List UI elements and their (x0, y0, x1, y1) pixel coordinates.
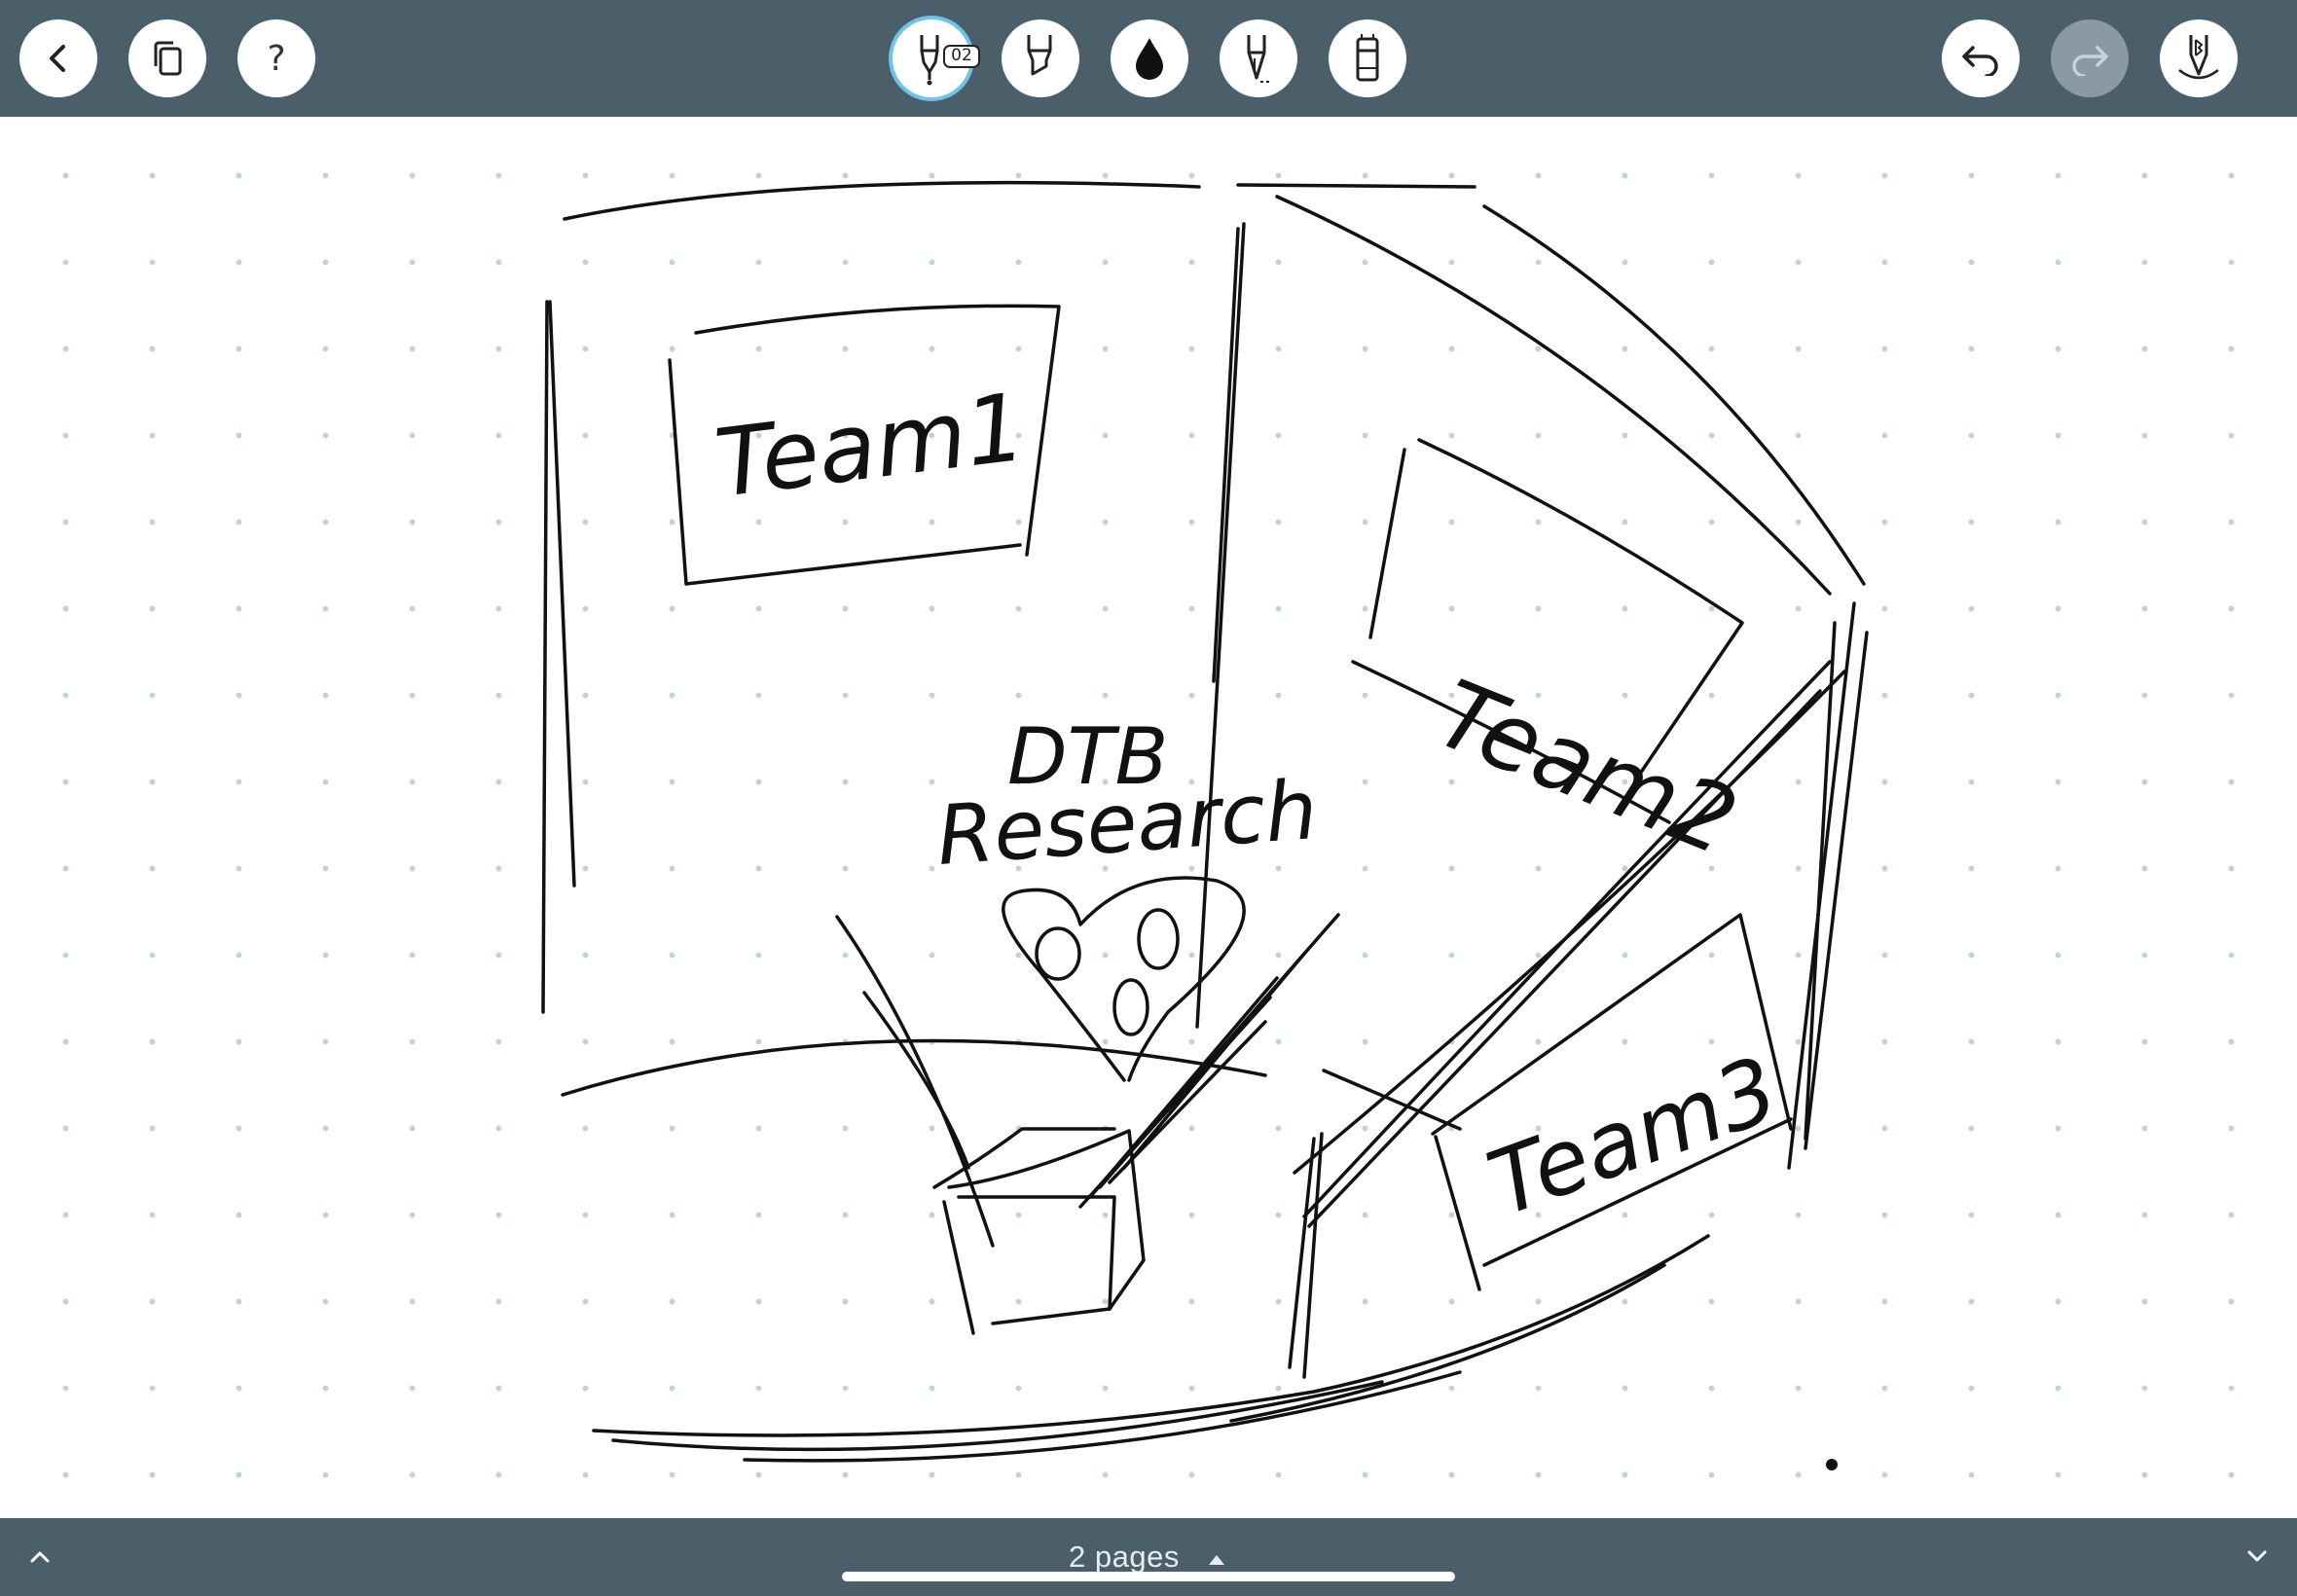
team2-label: Team2 (1422, 659, 1751, 876)
drawing-canvas[interactable]: Team1 Team2 Team3 DTB Research (0, 117, 2297, 1518)
chevron-up-icon[interactable] (25, 1542, 55, 1571)
help-label: ? (267, 38, 286, 79)
chevron-down-icon[interactable] (2242, 1542, 2272, 1571)
team1-label: Team1 (710, 373, 1032, 519)
tool-highlighter-button[interactable] (1002, 19, 1079, 97)
pencil-icon (1247, 35, 1272, 83)
bottom-bar: 2 pages (0, 1518, 2297, 1596)
chevron-left-icon (50, 45, 65, 72)
copy-pages-icon (154, 41, 182, 76)
fountain-pen-icon (920, 35, 939, 86)
undo-icon (1962, 46, 1998, 76)
top-toolbar: ? 02 (0, 0, 2297, 117)
tool-pencil-button[interactable] (1220, 19, 1297, 97)
team3-label: Team3 (1476, 1036, 1791, 1236)
ink-bottom-arc (592, 1234, 1710, 1437)
team2-box (1417, 438, 1744, 776)
ink-dot (1826, 1459, 1838, 1470)
center-label-line1: DTB (1007, 711, 1168, 802)
pages-button[interactable] (128, 19, 206, 97)
ink-top-arc (563, 180, 1201, 221)
center-label-line2: Research (934, 762, 1321, 884)
pen-size-badge: 02 (943, 45, 980, 68)
bluetooth-stylus-icon (2178, 35, 2219, 80)
home-indicator (842, 1572, 1455, 1581)
help-button[interactable]: ? (237, 19, 315, 97)
eraser-icon (1356, 34, 1379, 82)
back-button[interactable] (19, 19, 97, 97)
heart-doodle (1002, 876, 1246, 1082)
team3-box (1431, 913, 1793, 1136)
stylus-button[interactable] (2160, 19, 2238, 97)
ink-top-arc-right (1236, 183, 1477, 189)
redo-button[interactable] (2051, 19, 2129, 97)
tool-eraser-button[interactable] (1329, 19, 1406, 97)
caret-up-icon (1209, 1555, 1224, 1565)
tool-fountain-pen-button[interactable]: 02 (893, 19, 980, 97)
redo-icon (2072, 46, 2108, 76)
tool-ink-button[interactable] (1111, 19, 1188, 97)
ink-drawing: Team1 Team2 Team3 DTB Research (541, 180, 1869, 1470)
ink-drop-icon (1136, 38, 1163, 80)
undo-button[interactable] (1942, 19, 2020, 97)
pages-count-label[interactable]: 2 pages (1069, 1540, 1180, 1574)
highlighter-icon (1027, 35, 1052, 76)
team1-box (668, 304, 1061, 586)
